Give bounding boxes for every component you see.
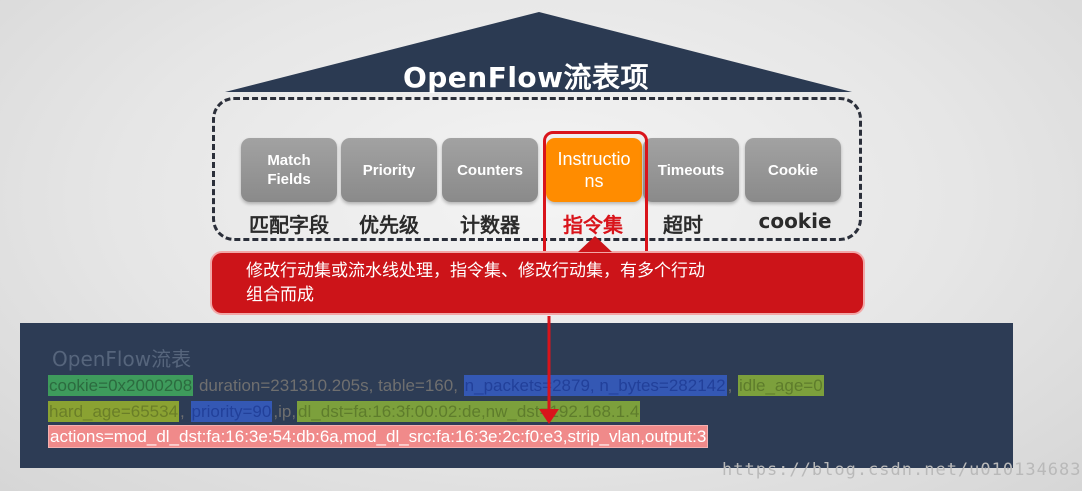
flow-line-3: actions=mod_dl_dst:fa:16:3e:54:db:6a,mod… bbox=[48, 425, 709, 448]
instructions-cn: 指令集 bbox=[563, 213, 623, 237]
timeouts-label: Timeouts bbox=[657, 161, 725, 179]
cookie-field: cookie=0x2000208 bbox=[48, 375, 194, 396]
counters-cn: 计数器 bbox=[460, 213, 520, 237]
diagram-title: OpenFlow流表项 bbox=[402, 61, 650, 94]
flow-line-2: hard_age=65534, priority=90,ip,dl_dst=fa… bbox=[48, 401, 641, 422]
callout-line-1: 修改行动集或流水线处理，指令集、修改行动集，有多个行动 bbox=[246, 261, 705, 281]
ip-text: ,ip, bbox=[273, 402, 297, 421]
actions-field: actions=mod_dl_dst:fa:16:3e:54:db:6a,mod… bbox=[48, 425, 709, 448]
counters-box: Counters bbox=[442, 138, 538, 202]
priority-field: priority=90 bbox=[190, 401, 273, 422]
cookie-box: Cookie bbox=[745, 138, 841, 202]
callout-line-2: 组合而成 bbox=[246, 285, 314, 305]
separator: , bbox=[180, 402, 190, 421]
match-fields-label: Match Fields bbox=[267, 152, 311, 188]
match-fields-box: Match Fields bbox=[241, 138, 337, 202]
flow-line-1: cookie=0x2000208 duration=231310.205s, t… bbox=[48, 375, 824, 396]
idle-age-field: idle_age=0 bbox=[738, 375, 824, 396]
counters-field: n_packets=2879, n_bytes=282142 bbox=[463, 375, 727, 396]
cookie-label: Cookie bbox=[767, 161, 818, 179]
watermark: https://blog.csdn.net/u010134683 bbox=[722, 460, 1082, 480]
flow-table-title: OpenFlow流表 bbox=[52, 347, 192, 371]
counters-label: Counters bbox=[457, 161, 523, 179]
instructions-callout: 修改行动集或流水线处理，指令集、修改行动集，有多个行动 组合而成 bbox=[210, 251, 865, 315]
priority-cn: 优先级 bbox=[359, 213, 419, 237]
match-field: dl_dst=fa:16:3f:00:02:de,nw_dst=192.168.… bbox=[297, 401, 641, 422]
timeouts-box: Timeouts bbox=[643, 138, 739, 202]
duration-text: duration=231310.205s, table=160, bbox=[194, 376, 463, 395]
match-fields-cn: 匹配字段 bbox=[249, 213, 329, 237]
flow-entry-frame bbox=[212, 97, 862, 241]
priority-label: Priority bbox=[362, 161, 416, 179]
hard-age-field: hard_age=65534 bbox=[48, 401, 180, 422]
instructions-highlight-frame bbox=[543, 131, 648, 261]
instructions-label: Instructio ns bbox=[557, 149, 631, 191]
cookie-cn: cookie bbox=[758, 209, 832, 233]
separator: , bbox=[727, 376, 738, 395]
timeouts-cn: 超时 bbox=[663, 213, 703, 237]
priority-box: Priority bbox=[341, 138, 437, 202]
instructions-box: Instructio ns bbox=[546, 138, 642, 202]
